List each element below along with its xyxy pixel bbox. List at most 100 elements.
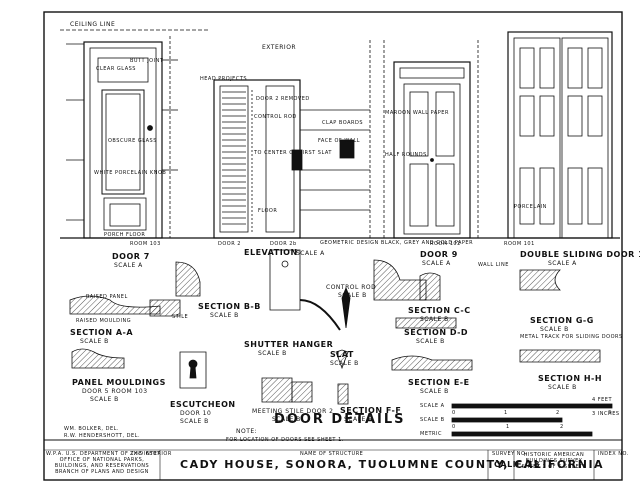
door-9-elevation	[380, 40, 490, 239]
section-cc-profile	[373, 259, 427, 301]
slat-profile	[335, 349, 349, 370]
section-hh-scale: SCALE B	[548, 384, 577, 391]
section-bb-scale: SCALE B	[210, 312, 239, 319]
control-rod-scale: SCALE B	[338, 292, 367, 299]
meeting-stile-caption: MEETING STILE DOOR 2	[252, 408, 334, 415]
slat-scale: SCALE B	[330, 360, 359, 367]
door-9-caption: DOOR 9	[420, 250, 458, 259]
door-7-elevation	[60, 36, 200, 239]
scale-tick: 2	[560, 424, 564, 430]
clap-boards-label: CLAP BOARDS	[322, 120, 364, 126]
geometric-design-label: GEOMETRIC DESIGN BLACK, GREY AND GOLD PA…	[320, 240, 474, 246]
door-2-elevation	[200, 40, 380, 239]
graphic-scales	[451, 403, 613, 437]
section-dd-scale: SCALE B	[416, 338, 445, 345]
porcelain-knob-label: WHITE PORCELAIN KNOB	[94, 170, 167, 176]
agency-line-3: BRANCH OF PLANS AND DESIGN	[55, 469, 149, 475]
panel-mouldings-caption: PANEL MOULDINGS	[72, 378, 166, 387]
note-label: NOTE:	[236, 428, 258, 435]
door-10-caption: DOUBLE SLIDING DOOR 10	[520, 250, 640, 259]
section-ff-caption: SECTION F-F	[340, 406, 402, 415]
obscure-glass-label: OBSCURE GLASS	[108, 138, 157, 144]
stile-label: STILE	[172, 314, 189, 320]
section-gg-scale: SCALE B	[540, 326, 569, 333]
control-rod	[341, 286, 351, 329]
agency-line-1: W.P.A. U.S. DEPARTMENT OF THE INTERIOR	[46, 451, 172, 457]
room-101-label: ROOM 101	[504, 241, 535, 247]
escutcheon-plate	[179, 351, 207, 389]
section-dd-profile	[395, 317, 457, 329]
survey-label: SURVEY NO.	[492, 451, 528, 457]
clear-glass-label: CLEAR GLASS	[96, 66, 136, 72]
head-projects-label: HEAD PROJECTS	[200, 76, 248, 82]
note-text: FOR LOCATION OF DOORS SEE SHEET 1.	[226, 437, 344, 443]
escutcheon-sub: DOOR 10	[180, 410, 212, 417]
section-hh-profile	[519, 349, 601, 363]
shutter-hanger-scale: SCALE B	[258, 350, 287, 357]
door-10-elevation	[490, 31, 620, 239]
door-removed-label: DOOR 2 REMOVED	[256, 96, 310, 102]
sheet-border	[43, 11, 623, 481]
section-gg-caption: SECTION G-G	[530, 316, 594, 325]
elevation-caption: ELEVATION	[244, 248, 298, 257]
elevation-scale: SCALE A	[296, 250, 325, 257]
section-hh-caption: SECTION H-H	[538, 374, 603, 383]
habs-line-2: BUILDINGS SURVEY	[525, 458, 583, 464]
section-cc-caption: SECTION C-C	[408, 306, 471, 315]
delineator-1: WM. BOLKER, DEL.	[64, 426, 119, 432]
wall-line-label: WALL LINE	[478, 262, 509, 268]
escutcheon-caption: ESCUTCHEON	[170, 400, 236, 409]
meeting-stile-profile	[261, 377, 293, 403]
structure-name: CADY HOUSE, SONORA, TUOLUMNE COUNTY, CAL…	[180, 458, 605, 471]
control-rod-note: CONTROL ROD	[254, 114, 297, 120]
door-2b-caption: DOOR 2b	[270, 241, 297, 247]
sheet-count: SHEET 3 OF 6 SHEETS	[521, 464, 587, 470]
porcelain-label: PORCELAIN	[514, 204, 547, 210]
delineator-2: R.W. HENDERSHOTT, DEL.	[64, 433, 141, 439]
section-ee-scale: SCALE B	[420, 388, 449, 395]
scale-tick: 2	[556, 410, 560, 416]
section-ee-profile	[391, 355, 473, 371]
first-slat-label: TO CENTER OF FIRST SLAT	[254, 150, 332, 156]
door-7-scale: SCALE A	[114, 262, 143, 269]
exterior-label: EXTERIOR	[262, 44, 297, 51]
door-7-caption: DOOR 7	[112, 252, 150, 261]
section-dd-caption: SECTION D-D	[404, 328, 469, 337]
panel-moulding-profile	[71, 348, 125, 369]
agency-line-2: OFFICE OF NATIONAL PARKS, BUILDINGS, AND…	[54, 457, 150, 469]
scale-b-label: SCALE B	[420, 417, 445, 423]
section-aa-caption: SECTION A-A	[70, 328, 134, 337]
index-label: INDEX NO.	[598, 451, 629, 457]
panel-mouldings-sub: DOOR 5 ROOM 103	[82, 388, 148, 395]
habs-line-1: HISTORIC AMERICAN	[523, 452, 585, 458]
room-103-label: ROOM 103	[130, 241, 161, 247]
scale-tick: 0	[452, 424, 456, 430]
survey-number: CALIF. 18	[494, 460, 540, 469]
metal-track-label: METAL TRACK FOR SLIDING DOORS	[520, 334, 623, 340]
scale-feet-label: 4 FEET	[592, 397, 613, 403]
scale-tick: 3	[608, 410, 612, 416]
shutter-hanger-caption: SHUTTER HANGER	[244, 340, 334, 349]
section-ff-scale: SCALE B	[344, 416, 373, 423]
slat-caption: SLAT	[330, 350, 354, 359]
section-aa-scale: SCALE B	[80, 338, 109, 345]
raised-panel-label: RAISED PANEL	[86, 294, 128, 300]
escutcheon-scale: SCALE B	[180, 418, 209, 425]
meeting-stile-scale: SCALE B	[272, 416, 301, 423]
scale-tick: 1	[504, 410, 508, 416]
scale-inches-label: 3 INCHES	[592, 411, 620, 417]
scale-tick: 1	[506, 424, 510, 430]
door-2-caption: DOOR 2	[218, 241, 241, 247]
title-block-agency: W.P.A. U.S. DEPARTMENT OF THE INTERIOR O…	[46, 451, 172, 475]
shutter-hanger	[269, 249, 301, 311]
section-gg-profile	[519, 269, 561, 291]
metric-label: METRIC	[420, 431, 442, 437]
head-profile	[175, 261, 201, 297]
face-of-wall-label: FACE OF WALL	[318, 138, 361, 144]
room-102-label: ROOM 102	[430, 241, 461, 247]
section-ee-caption: SECTION E-E	[408, 378, 470, 387]
floor-label: FLOOR	[258, 208, 278, 214]
scale-tick: 0	[452, 410, 456, 416]
